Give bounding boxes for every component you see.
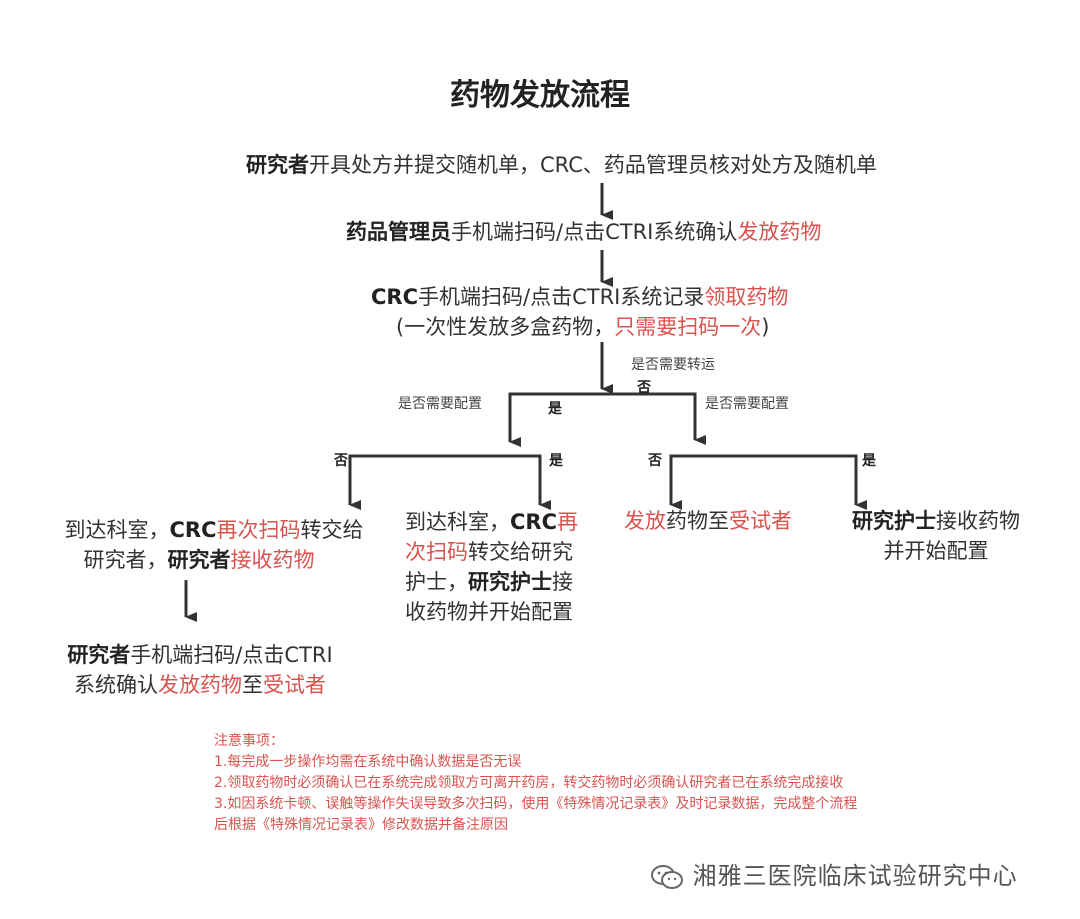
box-rl-h2: 受试者 (729, 509, 792, 533)
box-ll-line2: 研究者，研究者接收药物 (34, 545, 394, 575)
step3-line2: (一次性发放多盒药物，只需要扫码一次) (396, 312, 769, 342)
box-rr-line2: 并开始配置 (883, 539, 989, 563)
box-rr-line1: 研究护士接收药物 (836, 506, 1036, 536)
box-ll-next-line1: 研究者手机端扫码/点击CTRI (30, 640, 370, 670)
ll-no-label: 否 (334, 453, 348, 469)
transport-question: 是否需要转运 (631, 357, 715, 373)
box-lr-l2a: 次扫码 (405, 540, 468, 564)
rr-yes-label: 是 (862, 453, 876, 469)
box-rl-t1: 药物至 (666, 509, 729, 533)
box-ll-next: 研究者手机端扫码/点击CTRI 系统确认发放药物至受试者 (30, 640, 370, 700)
box-lr-l1a: 到达科室， (405, 510, 510, 534)
transport-yes: 是 (548, 401, 562, 417)
notes-item-2: 2.领取药物时必须确认已在系统完成领取方可离开药房，转交药物时必须确认研究者已在… (214, 775, 844, 791)
notes-item-3: 3.如因系统卡顿、误触等操作失误导致多次扫码，使用《特殊情况记录表》及时记录数据… (214, 796, 858, 812)
watermark: 湘雅三医院临床试验研究中心 (650, 856, 1018, 891)
notes: 注意事项： 1.每完成一步操作均需在系统中确认数据是否无误 2.领取药物时必须确… (214, 731, 857, 836)
box-ll-p3: 再次扫码 (216, 518, 301, 542)
step3-text: 手机端扫码/点击CTRI系统记录 (418, 285, 705, 309)
step3-actor: CRC (371, 285, 418, 309)
step2-highlight: 发放药物 (737, 220, 822, 244)
box-rr-actor: 研究护士 (852, 509, 936, 533)
box-ll-next-h2: 受试者 (263, 673, 326, 697)
box-lr-l2b: 转交给研究 (468, 540, 573, 564)
branch-right-config (669, 454, 858, 503)
step3-line2-prefix: (一次性发放多盒药物， (396, 315, 615, 339)
left-config-question: 是否需要配置 (398, 396, 482, 412)
notes-item-4: 后根据《特殊情况记录表》修改数据并备注原因 (214, 817, 508, 833)
step2-text: 手机端扫码/点击CTRI系统确认 (451, 220, 738, 244)
box-ll-next-h1: 发放药物 (158, 673, 242, 697)
transport-no: 否 (637, 380, 651, 396)
step1-text: 开具处方并提交随机单，CRC、药品管理员核对处方及随机单 (309, 153, 877, 177)
step2-actor: 药品管理员 (346, 220, 451, 244)
notes-heading: 注意事项： (214, 733, 284, 749)
branch-left-config (348, 454, 542, 503)
box-lr-l1c: 再 (557, 510, 578, 534)
step3-line1: CRC手机端扫码/点击CTRI系统记录领取药物 (371, 282, 788, 312)
box-ll-p2: CRC (169, 518, 217, 542)
branch-transport (508, 392, 706, 445)
box-lr-l3a: 护士， (405, 570, 468, 594)
box-lr-line1: 到达科室，CRC再 (405, 507, 578, 537)
box-ll: 到达科室，CRC再次扫码转交给 研究者，研究者接收药物 (34, 515, 394, 575)
box-lr-line2: 次扫码转交给研究 (405, 537, 578, 567)
watermark-text: 湘雅三医院临床试验研究中心 (692, 862, 1018, 890)
page-title: 药物发放流程 (450, 78, 630, 113)
box-ll-p6: 研究者 (167, 548, 231, 572)
box-ll-line1: 到达科室，CRC再次扫码转交给 (34, 515, 394, 545)
notes-item-1: 1.每完成一步操作均需在系统中确认数据是否无误 (214, 754, 522, 770)
box-ll-next-actor: 研究者 (67, 643, 131, 667)
step3-highlight: 领取药物 (704, 285, 789, 309)
rl-no-label: 否 (648, 453, 662, 469)
box-lr-l3b: 研究护士 (468, 570, 552, 594)
box-lr: 到达科室，CRC再 次扫码转交给研究 护士，研究护士接 收药物并开始配置 (405, 507, 578, 627)
box-rr: 研究护士接收药物 并开始配置 (836, 506, 1036, 566)
right-config-question: 是否需要配置 (705, 396, 789, 412)
box-rl: 发放药物至受试者 (624, 506, 792, 536)
box-rr-text: 接收药物 (936, 509, 1020, 533)
box-ll-p1: 到达科室， (64, 518, 170, 542)
wechat-icon (651, 865, 683, 889)
step3-line2-suffix: ) (761, 315, 770, 339)
step1: 研究者开具处方并提交随机单，CRC、药品管理员核对处方及随机单 (246, 150, 877, 180)
box-ll-next-line2: 系统确认发放药物至受试者 (30, 670, 370, 700)
box-ll-p4: 转交给 (300, 518, 364, 542)
box-ll-next-mid: 至 (242, 673, 263, 697)
step3-line2-highlight: 只需要扫码一次 (614, 315, 762, 339)
box-lr-l1b: CRC (510, 510, 557, 534)
box-ll-p5: 研究者， (83, 548, 168, 572)
box-rl-h1: 发放 (624, 509, 666, 533)
box-ll-next-prefix: 系统确认 (74, 673, 158, 697)
lr-yes-label: 是 (549, 453, 563, 469)
box-lr-line4: 收药物并开始配置 (405, 597, 578, 627)
step1-actor: 研究者 (246, 153, 309, 177)
step2: 药品管理员手机端扫码/点击CTRI系统确认发放药物 (346, 217, 821, 247)
box-lr-l4: 收药物并开始配置 (405, 600, 573, 624)
box-ll-next-text: 手机端扫码/点击CTRI (130, 643, 333, 667)
box-lr-line3: 护士，研究护士接 (405, 567, 578, 597)
box-lr-l3c: 接 (552, 570, 573, 594)
box-ll-p7: 接收药物 (230, 548, 315, 572)
